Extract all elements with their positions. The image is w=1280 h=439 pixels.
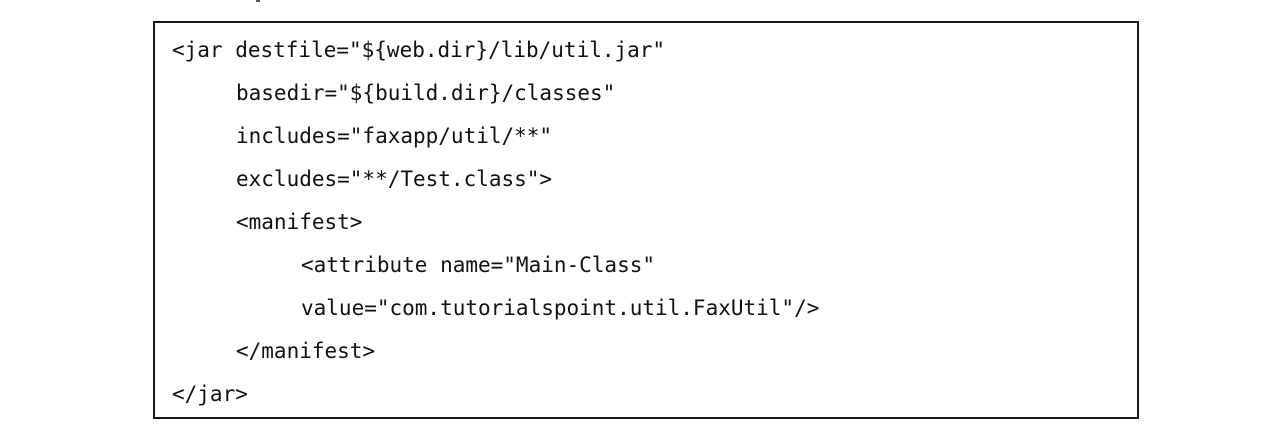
code-line-3: includes="faxapp/util/**" [236, 124, 553, 148]
code-block: <jar destfile="${web.dir}/lib/util.jar" … [153, 21, 1139, 419]
code-line-8: </manifest> [236, 339, 376, 363]
code-line-2: basedir="${build.dir}/classes" [236, 81, 616, 105]
code-line-9: </jar> [172, 382, 248, 406]
code-line-1: <jar destfile="${web.dir}/lib/util.jar" [172, 38, 666, 62]
code-line-4: excludes="**/Test.class"> [236, 167, 553, 191]
top-edge-mark [256, 0, 260, 2]
code-line-6: <attribute name="Main-Class" [301, 253, 656, 277]
code-line-7: value="com.tutorialspoint.util.FaxUtil"/… [301, 296, 820, 320]
code-line-5: <manifest> [236, 210, 363, 234]
